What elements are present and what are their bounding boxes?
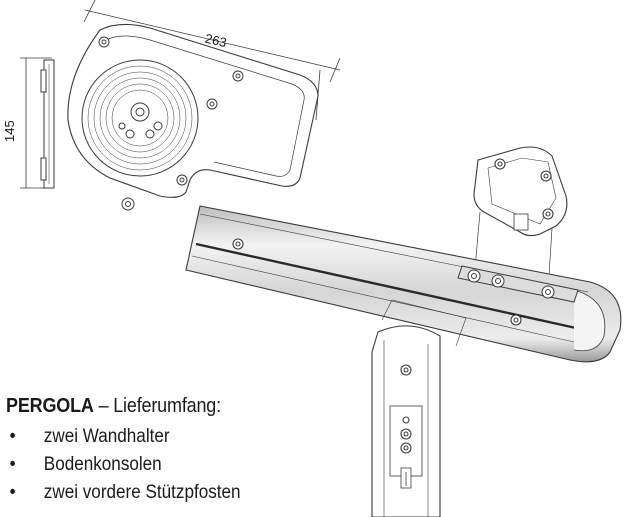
list-item-text: zwei vordere Stützpfosten [43,482,241,503]
title-separator: – [93,395,114,417]
bullet-icon: • [9,482,16,503]
coil-spool [81,59,199,177]
drive-housing [67,23,319,198]
width-dimension: 263 [83,0,341,121]
bullet-icon: • [9,426,16,447]
delivery-scope-list: • zwei Wandhalter • Bodenkonsolen • zwei vo… [6,423,267,507]
height-dimension-label: 145 [2,120,17,142]
delivery-scope-box: PERGOLA – Lieferumfang: • zwei Wandhalter… [6,393,267,507]
width-dimension-label: 263 [204,31,229,50]
list-item-text: zwei Wandhalter [43,426,170,447]
wall-bracket [40,59,55,189]
product-name: PERGOLA [6,395,94,417]
list-item: • zwei Wandhalter [6,423,241,451]
front-bracket [473,146,568,293]
scope-label: Lieferumfang: [113,395,221,417]
delivery-scope-title: PERGOLA – Lieferumfang: [6,393,241,419]
support-post [371,299,467,517]
list-item: • zwei vordere Stützpfosten [6,479,241,507]
list-item-text: Bodenkonsolen [43,454,162,475]
rail-carriage [457,265,579,303]
list-item: • Bodenkonsolen [6,451,241,479]
housing-screws [98,36,244,211]
bullet-icon: • [9,454,16,475]
cassette-profile [185,205,622,363]
